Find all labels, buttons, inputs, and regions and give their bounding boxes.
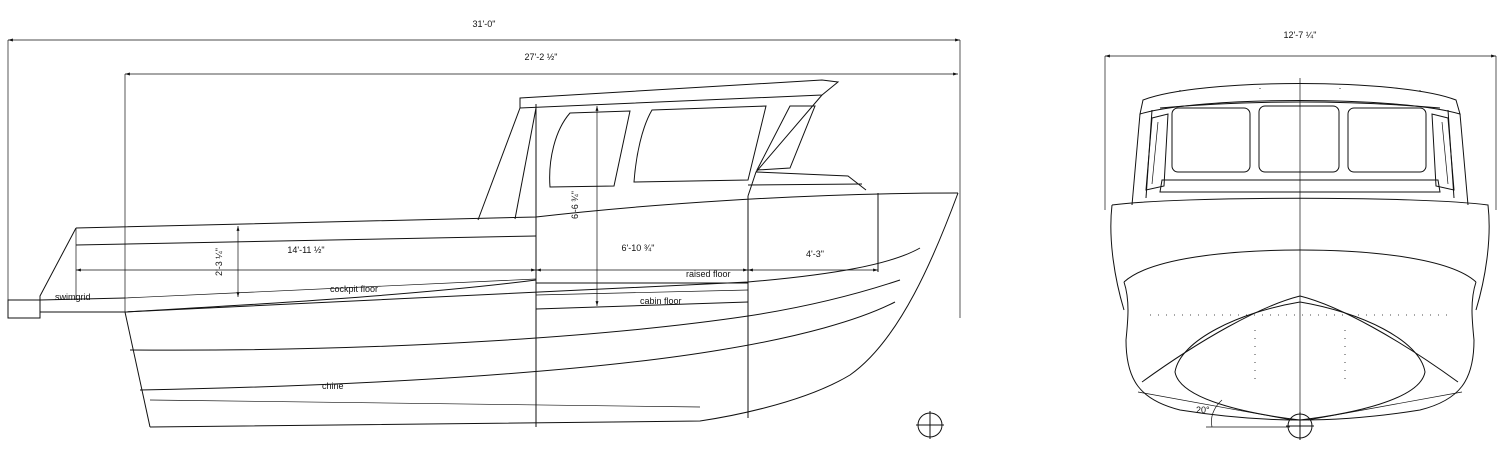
beam-label: 12'-7 ¼"	[1284, 30, 1317, 40]
front-roof	[1139, 83, 1461, 115]
cockpit-length-label: 14'-11 ½"	[287, 245, 324, 255]
cockpit-floor-label: cockpit floor	[330, 284, 378, 294]
chine-label: chine	[322, 381, 344, 391]
front-center-mark-icon	[1286, 412, 1314, 440]
side-window-fwd	[756, 105, 816, 171]
front-window-left	[1171, 107, 1251, 173]
side-window-right	[1431, 113, 1455, 191]
side-center-mark-icon	[916, 411, 944, 439]
overall-length-dimension: 31'-0"	[7, 19, 961, 318]
front-window-center	[1258, 105, 1340, 173]
cockpit-depth-label: 2'-3 ¼"	[214, 248, 224, 276]
cabin-structure: raised floor cabin floor	[535, 104, 879, 427]
front-window-right	[1347, 107, 1427, 173]
raised-floor-label: raised floor	[686, 269, 731, 279]
hull-outline	[39, 192, 959, 428]
front-hull	[1110, 88, 1490, 421]
bow-length-label: 4'-3"	[806, 249, 824, 259]
front-view: 12'-7 ¼"	[1104, 30, 1497, 440]
cabin-length-dimension: 6'-10 ¾"	[536, 243, 748, 272]
cockpit-depth-dimension: 2'-3 ¼"	[214, 226, 240, 297]
beam-dimension: 12'-7 ¼"	[1104, 30, 1497, 210]
wheelhouse	[477, 79, 867, 221]
cabin-headroom-label: 6'-6 ¾"	[570, 191, 580, 219]
cabin-headroom-dimension: 6'-6 ¾"	[570, 106, 599, 306]
cabin-length-label: 6'-10 ¾"	[622, 243, 655, 253]
side-view: 31'-0" 27'-2 ½"	[7, 19, 961, 439]
side-window-aft	[549, 110, 631, 188]
front-cabin	[1131, 101, 1469, 206]
swimgrid: swimgrid	[7, 292, 126, 319]
cockpit-length-dimension: 14'-11 ½"	[75, 228, 536, 300]
overall-length-label: 31'-0"	[473, 19, 496, 29]
hull-length-dimension: 27'-2 ½"	[124, 52, 958, 312]
side-window-left	[1145, 113, 1169, 191]
swimgrid-label: swimgrid	[55, 292, 91, 302]
deadrise-label: 20°	[1196, 405, 1210, 415]
hull-length-label: 27'-2 ½"	[525, 52, 558, 62]
deadrise-dimension: 20°	[1196, 399, 1290, 428]
side-window-mid	[633, 105, 767, 183]
cockpit-floor: cockpit floor	[124, 279, 537, 313]
bow-length-dimension: 4'-3"	[748, 249, 878, 272]
cabin-floor-label: cabin floor	[640, 296, 682, 306]
